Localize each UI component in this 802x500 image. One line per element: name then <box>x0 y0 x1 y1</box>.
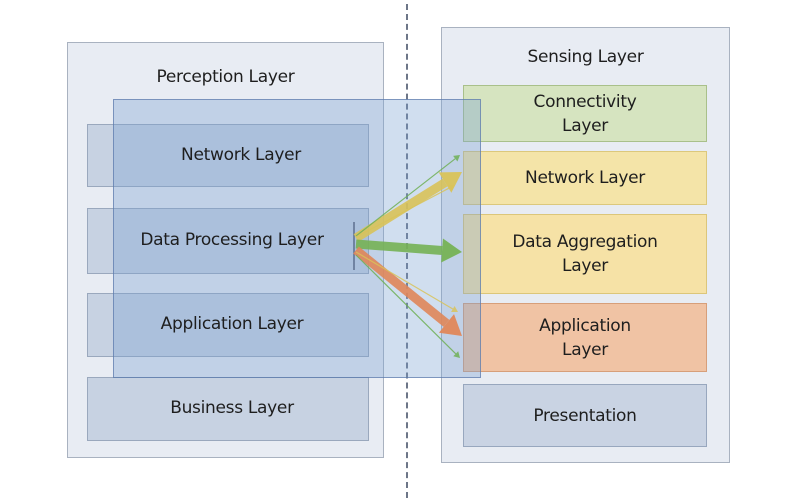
left-network-layer[interactable] <box>87 124 369 187</box>
left-application-label: Application Layer <box>160 314 304 334</box>
right-presentation-layer[interactable]: Presentation <box>463 384 707 447</box>
perception-layer-title: Perception Layer <box>156 67 295 87</box>
sensing-layer-title: Sensing Layer <box>527 47 644 67</box>
aggregation-label-2: Layer <box>562 256 608 276</box>
left-application-layer[interactable] <box>87 293 369 357</box>
aggregation-label-1: Data Aggregation <box>512 232 658 252</box>
presentation-label: Presentation <box>533 405 637 426</box>
connectivity-label-2: Layer <box>562 115 608 136</box>
connectivity-label-1: Connectivity <box>533 91 637 112</box>
application-label-2: Layer <box>562 339 608 360</box>
left-data-processing-label: Data Processing Layer <box>140 230 324 250</box>
left-network-label: Network Layer <box>181 145 301 165</box>
right-network-layer[interactable]: Network Layer <box>463 151 707 205</box>
left-business-layer[interactable] <box>87 377 369 441</box>
application-label-1: Application <box>539 315 631 336</box>
right-network-label: Network Layer <box>525 168 645 188</box>
left-business-label: Business Layer <box>170 398 294 418</box>
dashed-divider <box>406 4 408 498</box>
